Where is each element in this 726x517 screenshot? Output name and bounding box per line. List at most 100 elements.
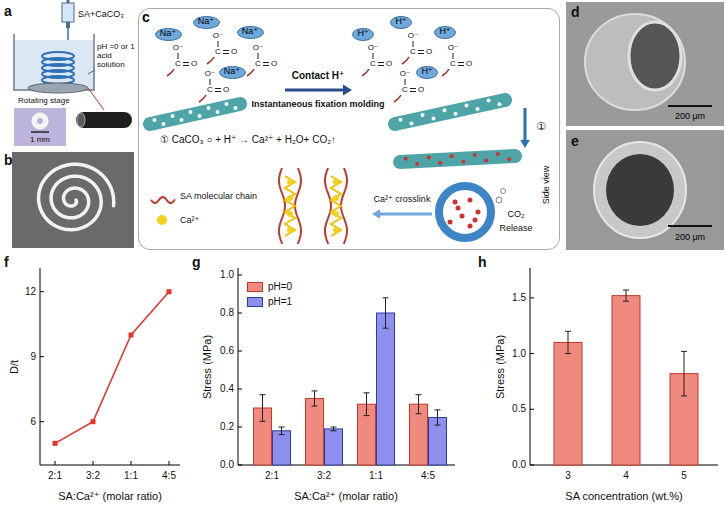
calcium-ion	[333, 211, 339, 217]
caco3-particle	[234, 106, 238, 110]
calcium-ion	[453, 200, 458, 205]
axis-tick: 3	[565, 470, 571, 482]
step-number: ①	[536, 120, 546, 133]
single-bond	[453, 53, 454, 59]
single-bond	[373, 53, 374, 59]
axis-tick: 4	[623, 470, 629, 482]
step-label: Ca²⁺ crosslink	[374, 194, 431, 204]
axis-tick: 1.5	[512, 292, 526, 304]
error-cap	[312, 390, 318, 391]
double-bond	[458, 62, 464, 63]
atom-label: O	[418, 85, 424, 94]
fiber	[400, 156, 515, 162]
ion-ellipse: H⁺	[416, 66, 438, 79]
atom-label: O⁻	[368, 43, 378, 52]
tube-photo	[14, 108, 66, 146]
ion-shape	[219, 66, 245, 78]
beaker	[14, 34, 94, 90]
calcium-ion	[427, 156, 431, 160]
gas-label: CO₂	[508, 209, 525, 219]
calcium-ion	[476, 210, 481, 215]
panel-a-illustration	[14, 0, 132, 146]
egg-box-junction	[331, 176, 341, 236]
double-bond	[223, 53, 229, 54]
bar	[429, 418, 447, 466]
double-bond	[263, 62, 269, 63]
hollow-tube	[76, 112, 132, 128]
tick-mark	[238, 313, 242, 314]
atom-label: O⁻	[408, 31, 418, 40]
ion-shape	[237, 26, 263, 38]
error-cap	[260, 394, 266, 395]
caco3-particle	[476, 107, 480, 111]
axis-tick: 0.6	[220, 345, 234, 357]
atom-label: O⁻	[400, 69, 410, 78]
tick-mark	[530, 297, 534, 298]
caco3-particle	[153, 118, 157, 122]
legend-line-svg	[150, 195, 176, 205]
arrow-head	[372, 209, 380, 219]
error-bar	[314, 391, 315, 406]
caco3-particle	[465, 103, 469, 107]
calcium-ion	[456, 206, 461, 211]
legend-line-sample	[150, 191, 176, 201]
error-cap	[331, 427, 337, 428]
tick-mark	[40, 421, 44, 422]
calcium-ion	[333, 195, 339, 201]
caco3-particle	[432, 117, 436, 121]
ion-shape	[435, 26, 456, 38]
panel-frame: cNa⁺Na⁺Na⁺Na⁺H⁺H⁺H⁺H⁺	[138, 8, 560, 250]
panel-c-illustration	[150, 41, 530, 244]
error-cap	[279, 434, 285, 435]
tick-mark	[93, 461, 94, 465]
axis-title: Stress (MPa)	[494, 335, 507, 399]
sa-chain	[279, 168, 285, 244]
reaction-equation: ① CaCO₃ ○ + H⁺ → Ca²⁺ + H₂O+ CO₂↑	[160, 134, 336, 146]
bar	[612, 296, 640, 465]
calcium-ion	[287, 211, 293, 217]
calcium-ion	[448, 220, 453, 225]
view-label: Side view	[541, 166, 551, 205]
error-cap	[565, 353, 571, 354]
caco3-particle	[454, 112, 458, 116]
calcium-ion	[460, 214, 465, 219]
scale-label: 200 μm	[675, 232, 705, 242]
atom-label: C	[215, 47, 221, 56]
gas-label: Release	[499, 223, 532, 233]
atom-label: C	[370, 59, 376, 68]
axis-tick: 0.0	[512, 459, 526, 471]
photo-ground	[12, 152, 134, 248]
caco3-particle	[487, 99, 491, 103]
error-bar	[366, 393, 367, 416]
caco3-particle	[171, 114, 175, 118]
atom-label: O	[426, 47, 432, 56]
double-bond	[183, 62, 189, 63]
atom-label: O	[223, 85, 229, 94]
fiber	[395, 100, 505, 124]
axis-tick: 1:1	[124, 470, 138, 482]
axis-tick: 3:2	[317, 470, 331, 482]
scale-bar	[668, 225, 712, 227]
bar	[325, 429, 343, 465]
tick-mark	[238, 465, 242, 466]
double-bond	[223, 50, 229, 51]
axis-tick: 2:1	[265, 470, 279, 482]
step-label: Instantaneous fixation molding	[251, 99, 384, 109]
tube-wall	[585, 14, 685, 110]
axis-title: D/t	[8, 360, 21, 374]
atom-label: O	[271, 59, 277, 68]
tick-mark	[55, 461, 56, 465]
single-bond	[258, 53, 259, 59]
syringe-nozzle	[66, 22, 70, 28]
axis-tick: 0.4	[220, 383, 234, 395]
ion-label: H⁺	[357, 29, 368, 39]
double-bond	[215, 88, 221, 89]
tube-wall	[594, 142, 686, 238]
bar	[554, 342, 582, 465]
atom-label: C	[410, 47, 416, 56]
error-bar	[568, 331, 569, 353]
arrow-head	[520, 140, 530, 148]
caco3-particle	[216, 110, 220, 114]
atom-label: O⁻	[173, 43, 183, 52]
calcium-ion	[404, 157, 408, 161]
